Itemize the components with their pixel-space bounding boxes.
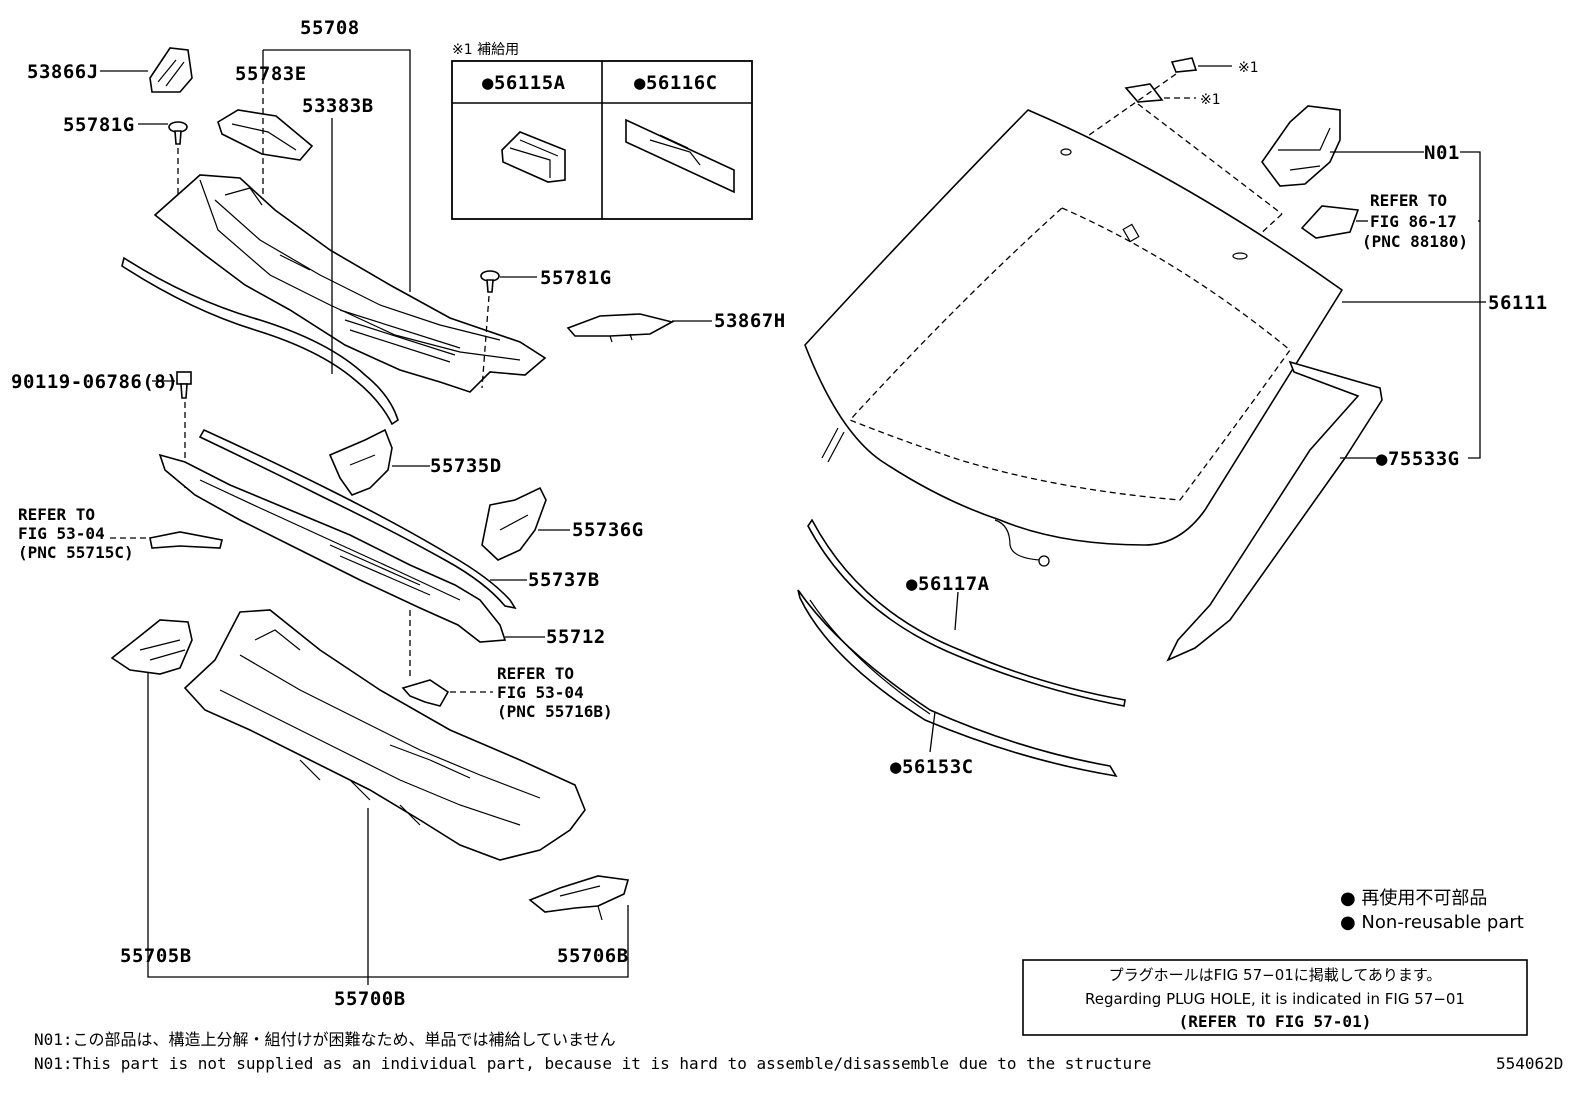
label-55735d: 55735D <box>430 455 502 477</box>
ref-88180-line1: REFER TO <box>1370 191 1447 210</box>
label-55736g: 55736G <box>572 519 644 541</box>
footer-note-en: N01:This part is not supplied as an indi… <box>34 1054 1151 1073</box>
supply-box <box>451 60 753 220</box>
legend-english: ● Non-reusable part <box>1340 912 1524 933</box>
label-55705b: 55705B <box>120 945 192 967</box>
ref-55715c-line1: REFER TO <box>18 505 95 524</box>
part-75533g-molding <box>1166 360 1383 662</box>
label-56111: 56111 <box>1488 292 1548 314</box>
ref-88180-line2: FIG 86-17 <box>1370 212 1457 231</box>
label-55712: 55712 <box>546 626 606 648</box>
plug-hole-line3: (REFER TO FIG 57-01) <box>1179 1012 1372 1031</box>
part-cowl-louver <box>153 174 547 393</box>
ref-55715c-line3: (PNC 55715C) <box>18 543 134 562</box>
plug-hole-line2: Regarding PLUG HOLE, it is indicated in … <box>1085 990 1465 1008</box>
part-mark1-clip-top <box>1170 57 1198 73</box>
part-88180-sensor <box>1300 205 1360 239</box>
part-56117a-dam <box>807 518 1126 707</box>
part-n01-bracket <box>1261 105 1341 187</box>
label-75533g: ●75533G <box>1376 448 1460 470</box>
label-55737b: 55737B <box>528 569 600 591</box>
ref-55715c-line2: FIG 53-04 <box>18 524 105 543</box>
part-55737b-seal <box>198 428 517 610</box>
mark1-label-top: ※1 <box>1238 60 1259 76</box>
label-56117a: ●56117A <box>906 573 990 595</box>
figure-id: 554062D <box>1496 1054 1563 1073</box>
part-56116c <box>625 118 735 194</box>
ref-55716b-line3: (PNC 55716B) <box>497 702 613 721</box>
supply-header: ※1 補給用 <box>452 42 519 58</box>
plug-hole-line1: プラグホールはFIG 57−01に掲載してあります。 <box>1109 966 1442 984</box>
label-55781g-right: 55781G <box>540 267 612 289</box>
label-55706b: 55706B <box>557 945 629 967</box>
part-55705b-bracket <box>110 619 193 675</box>
label-53867h: 53867H <box>714 310 786 332</box>
part-53867h-pad <box>566 313 675 343</box>
label-56115a: ●56115A <box>482 72 566 94</box>
label-55781g-left: 55781G <box>63 114 135 136</box>
part-56115a <box>501 131 566 183</box>
footer-note-jp: N01:この部品は、構造上分解・組付けが困難なため、単品では補給していません <box>34 1030 616 1049</box>
part-55716b-bracket <box>401 679 450 707</box>
label-55708: 55708 <box>300 17 360 39</box>
label-56116c: ●56116C <box>634 72 718 94</box>
label-55700b: 55700B <box>334 988 406 1010</box>
part-55706b-bracket <box>528 875 630 921</box>
part-56153c-weatherstrip <box>797 589 1118 778</box>
plug-hole-box: プラグホールはFIG 57−01に掲載してあります。 Regarding PLU… <box>1022 959 1528 1036</box>
part-mark1-clip-second <box>1124 83 1164 103</box>
part-53866j-clip <box>149 47 193 93</box>
label-n01: N01 <box>1424 142 1460 164</box>
part-55715c-bracket <box>149 531 223 549</box>
ref-55716b-line1: REFER TO <box>497 664 574 683</box>
ref-88180-line3: (PNC 88180) <box>1362 232 1468 251</box>
ref-55716b-line2: FIG 53-04 <box>497 683 584 702</box>
label-53866j: 53866J <box>27 61 99 83</box>
legend-japanese: ● 再使用不可部品 <box>1340 888 1487 909</box>
part-cowl-lower-panel <box>158 453 507 643</box>
part-53383b-seal <box>121 256 399 426</box>
part-90119-bolt <box>176 371 192 399</box>
label-56153c: ●56153C <box>890 756 974 778</box>
part-56111-windshield <box>804 109 1344 567</box>
part-55735d-bracket <box>328 428 393 496</box>
part-55736g-bracket <box>481 486 547 561</box>
part-55781g-clip-right <box>480 270 500 293</box>
part-55783e-pad <box>217 109 314 161</box>
part-55700b-cowl-panel <box>183 609 586 861</box>
label-53383b: 53383B <box>302 95 374 117</box>
label-55783e: 55783E <box>235 63 307 85</box>
mark1-label-second: ※1 <box>1200 92 1221 108</box>
part-55781g-clip-left <box>168 121 188 145</box>
label-90119: 90119-06786(8) <box>11 371 178 393</box>
